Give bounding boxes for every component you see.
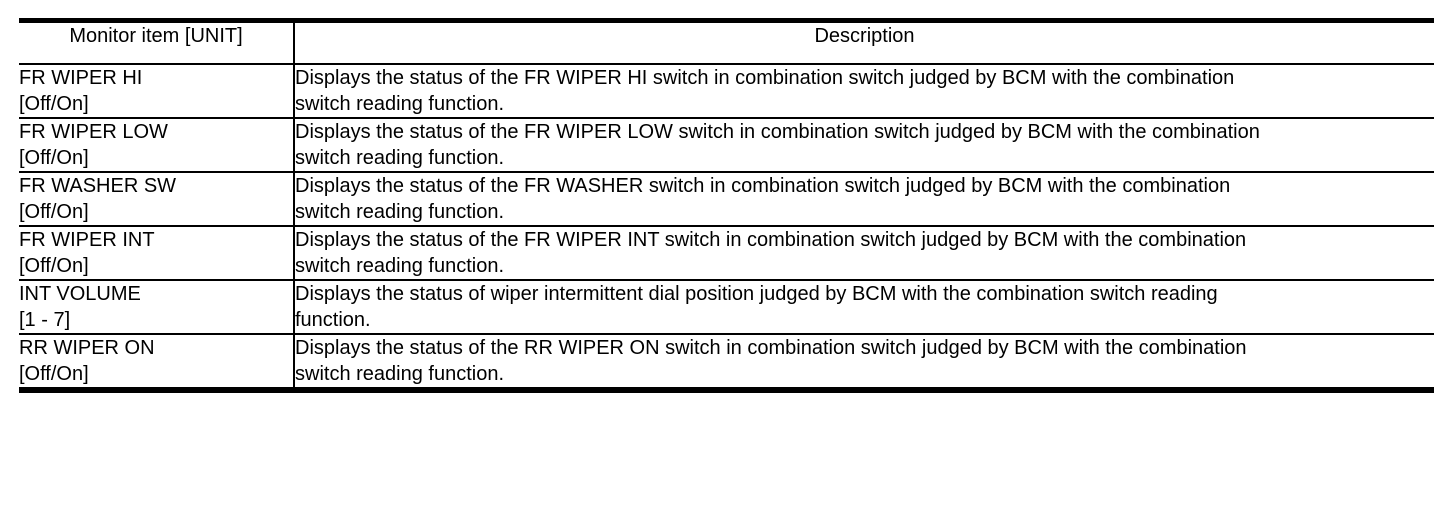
table-row: FR WIPER LOW [Off/On] Displays the statu… bbox=[19, 118, 1434, 172]
column-header-monitor-item: Monitor item [UNIT] bbox=[19, 20, 295, 64]
monitor-item-cell: FR WIPER INT [Off/On] bbox=[19, 226, 295, 280]
table-row: INT VOLUME [1 - 7] Displays the status o… bbox=[19, 280, 1434, 334]
description-cell: Displays the status of wiper intermitten… bbox=[295, 283, 1218, 331]
monitor-item-cell: FR WASHER SW [Off/On] bbox=[19, 172, 295, 226]
monitor-item-name: FR WIPER INT bbox=[19, 229, 155, 251]
monitor-item-cell: FR WIPER HI [Off/On] bbox=[19, 64, 295, 118]
description-cell: Displays the status of the FR WASHER swi… bbox=[295, 175, 1231, 223]
monitor-item-name: FR WIPER HI bbox=[19, 67, 143, 89]
monitor-item-name: INT VOLUME bbox=[19, 283, 141, 305]
monitor-item-name: RR WIPER ON bbox=[19, 337, 155, 359]
monitor-item-name: FR WIPER LOW bbox=[19, 121, 168, 143]
description-cell: Displays the status of the RR WIPER ON s… bbox=[295, 337, 1247, 385]
monitor-item-name: FR WASHER SW bbox=[19, 175, 177, 197]
monitor-item-cell: FR WIPER LOW [Off/On] bbox=[19, 118, 295, 172]
table-row: RR WIPER ON [Off/On] Displays the status… bbox=[19, 334, 1434, 390]
monitor-item-unit: [1 - 7] bbox=[19, 309, 71, 331]
monitor-item-unit: [Off/On] bbox=[19, 363, 89, 385]
description-cell: Displays the status of the FR WIPER INT … bbox=[295, 229, 1247, 277]
monitor-item-table: Monitor item [UNIT] Description FR WIPER… bbox=[19, 18, 1434, 393]
monitor-item-cell: INT VOLUME [1 - 7] bbox=[19, 280, 295, 334]
table-row: FR WIPER HI [Off/On] Displays the status… bbox=[19, 64, 1434, 118]
table-row: FR WIPER INT [Off/On] Displays the statu… bbox=[19, 226, 1434, 280]
monitor-item-unit: [Off/On] bbox=[19, 255, 89, 277]
description-cell: Displays the status of the FR WIPER LOW … bbox=[295, 121, 1260, 169]
monitor-item-cell: RR WIPER ON [Off/On] bbox=[19, 334, 295, 390]
column-header-description: Description bbox=[814, 25, 915, 47]
table-row: FR WASHER SW [Off/On] Displays the statu… bbox=[19, 172, 1434, 226]
monitor-item-unit: [Off/On] bbox=[19, 201, 89, 223]
description-cell: Displays the status of the FR WIPER HI s… bbox=[295, 67, 1235, 115]
monitor-item-unit: [Off/On] bbox=[19, 147, 89, 169]
monitor-item-unit: [Off/On] bbox=[19, 93, 89, 115]
table-header-row: Monitor item [UNIT] Description bbox=[19, 20, 1434, 64]
